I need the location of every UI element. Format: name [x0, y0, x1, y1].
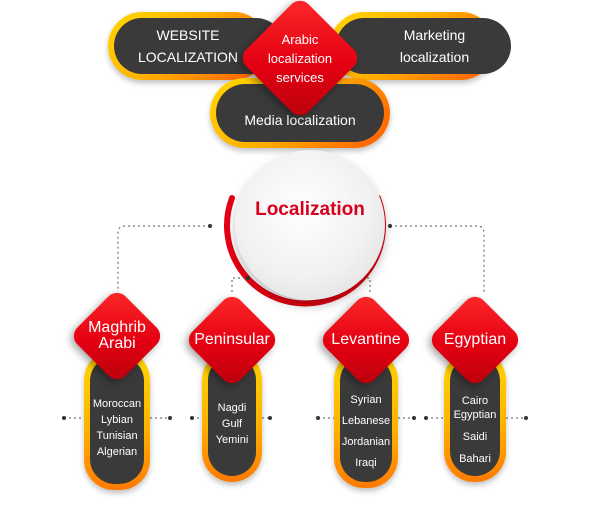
list-item: Egyptian — [453, 409, 497, 421]
localization-circle — [235, 150, 385, 300]
list-item: Gulf — [221, 418, 243, 430]
peninsular-list: Nagdi Gulf Yemini — [208, 400, 256, 448]
list-item: Syrian — [350, 394, 382, 406]
levantine-column-body: Syrian Lebanese Jordanian Iraqi — [340, 356, 392, 482]
egyptian-title: Egyptian — [425, 326, 525, 354]
list-item: Bahari — [459, 453, 491, 465]
levantine-list: Syrian Lebanese Jordanian Iraqi — [340, 390, 392, 474]
localization-title: Localization — [255, 199, 365, 220]
egyptian-title-line-1: Egyptian — [443, 331, 507, 348]
list-item: Yemini — [215, 434, 249, 446]
arabic-services-line-3: services — [276, 69, 324, 85]
website-pill-line-2: LOCALIZATION — [137, 49, 239, 65]
marketing-localization-pill: Marketing localization — [330, 12, 511, 80]
list-item: Algerian — [96, 446, 138, 458]
list-item: Lybian — [100, 414, 133, 426]
list-item: Cairo — [461, 395, 489, 407]
arabic-services-label: Arabic localization services — [250, 22, 350, 94]
levantine-title-line-1: Levantine — [331, 331, 401, 348]
list-item: Iraqi — [355, 457, 377, 469]
list-item: Lebanese — [341, 415, 391, 427]
maghrib-arabi-title-line-1: Maghrib — [88, 319, 146, 336]
arabic-services-line-2: localization — [267, 50, 333, 66]
egyptian-list: Cairo Egyptian Saidi Bahari — [450, 394, 500, 466]
media-pill-label: Media localization — [244, 112, 356, 128]
maghrib-arabi-title: Maghrib Arabi — [72, 314, 162, 358]
marketing-pill-line-2: localization — [399, 49, 470, 65]
list-item: Moroccan — [92, 398, 142, 410]
dotted-connectors — [64, 225, 526, 419]
maghrib-arabi-column: Moroccan Lybian Tunisian Algerian — [84, 350, 150, 490]
peninsular-title: Peninsular — [180, 326, 284, 354]
maghrib-arabi-title-line-2: Arabi — [98, 335, 136, 352]
list-item: Saidi — [462, 431, 488, 443]
marketing-localization-pill-body: Marketing localization — [336, 18, 511, 74]
website-localization-pill: WEBSITE LOCALIZATION — [108, 12, 284, 80]
levantine-title: Levantine — [316, 326, 416, 354]
marketing-pill-line-1: Marketing — [403, 27, 466, 43]
list-item: Tunisian — [96, 430, 138, 442]
media-localization-pill-body: Media localization — [216, 84, 384, 142]
arabic-services-line-1: Arabic — [281, 31, 319, 47]
list-item: Nagdi — [217, 402, 247, 414]
website-pill-line-1: WEBSITE — [156, 27, 220, 43]
peninsular-title-line-1: Peninsular — [194, 331, 270, 348]
maghrib-arabi-list: Moroccan Lybian Tunisian Algerian — [90, 396, 144, 460]
list-item: Jordanian — [341, 436, 391, 448]
